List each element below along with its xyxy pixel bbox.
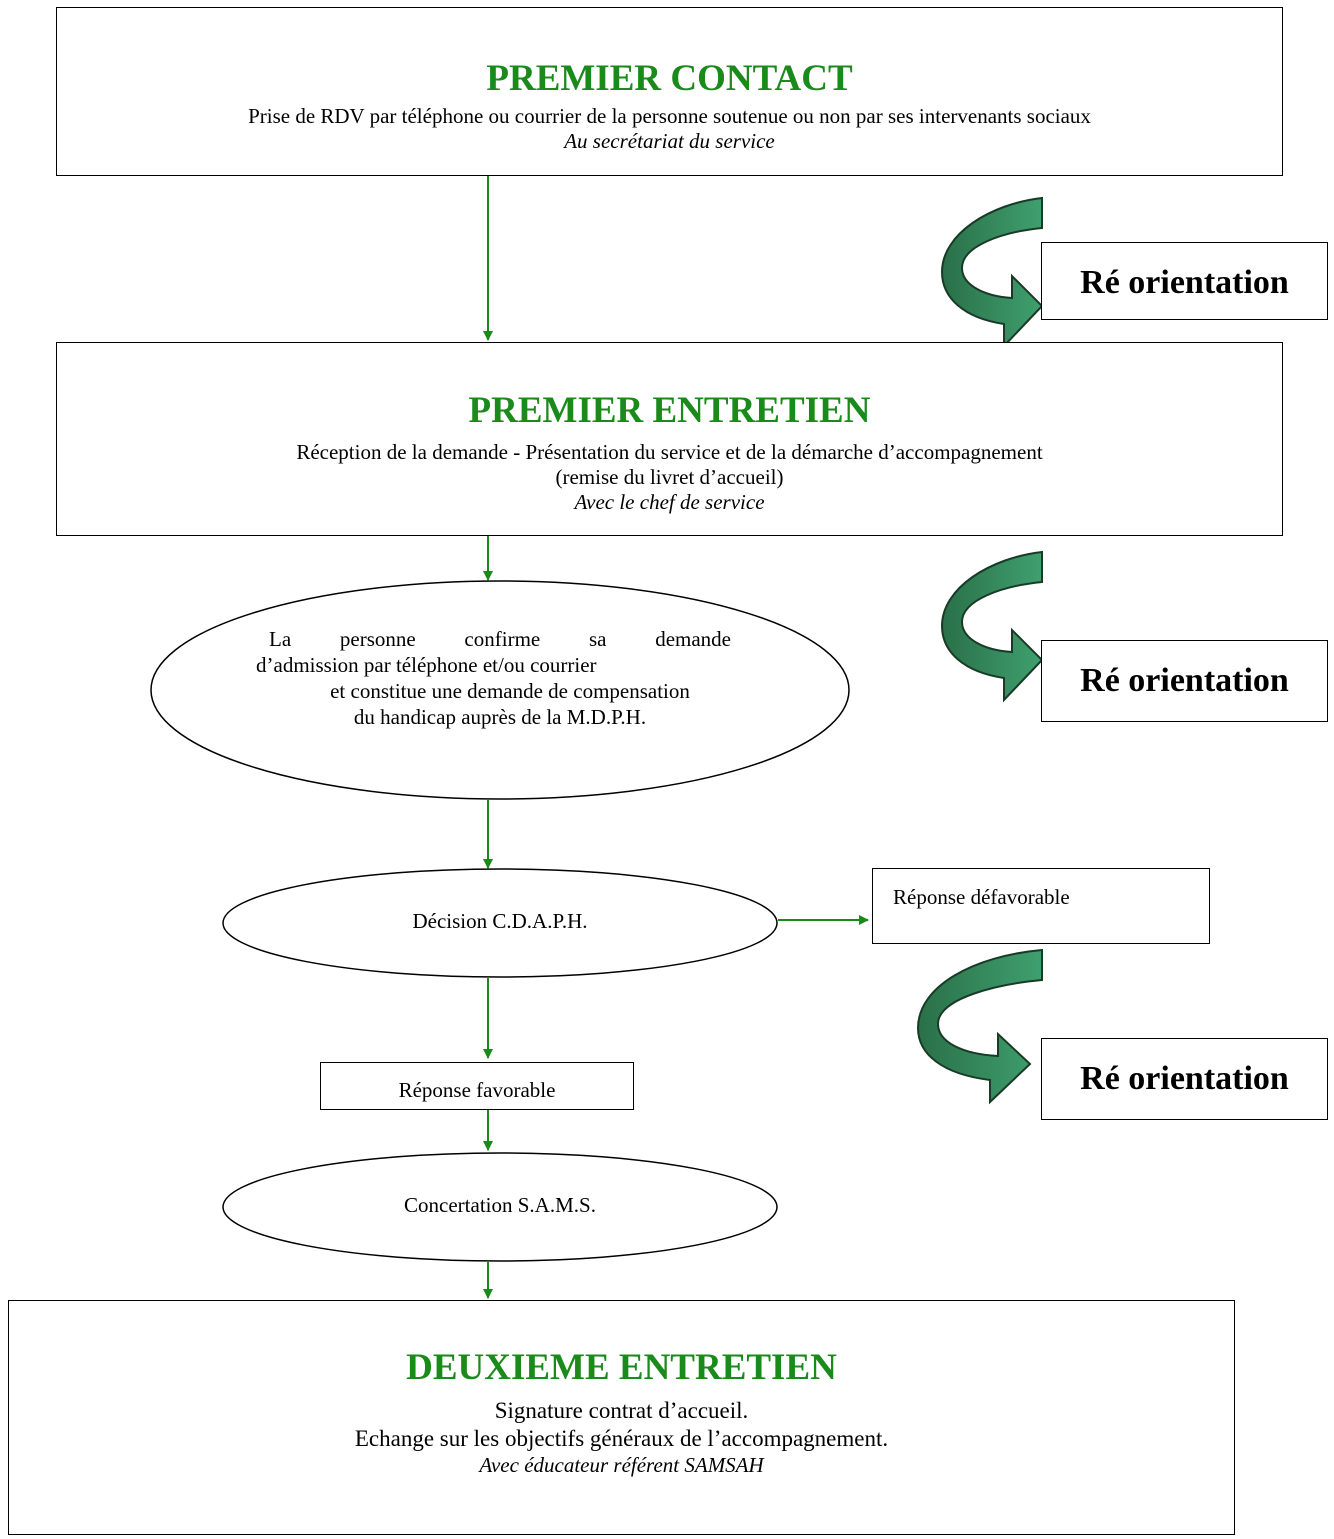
deuxieme-entretien-line-3: Avec éducateur référent SAMSAH [479, 1453, 764, 1477]
premier-contact-description: Prise de RDV par téléphone ou courrier d… [248, 104, 1091, 128]
premier-contact-box: PREMIER CONTACT Prise de RDV par télépho… [56, 7, 1283, 176]
premier-contact-location: Au secrétariat du service [564, 129, 775, 153]
confirmation-ellipse: La personne confirme sa demande d’admiss… [150, 580, 850, 800]
reorientation-label: Ré orientation [1080, 662, 1289, 699]
premier-entretien-with: Avec le chef de service [574, 490, 765, 514]
reponse-defavorable-label: Réponse défavorable [893, 885, 1070, 909]
curved-arrow-icon [940, 196, 1044, 349]
deuxieme-entretien-box: DEUXIEME ENTRETIEN Signature contrat d’a… [8, 1300, 1235, 1535]
reorientation-label: Ré orientation [1080, 264, 1289, 301]
decision-label: Décision C.D.A.P.H. [412, 909, 588, 933]
reponse-favorable-box: Réponse favorable [320, 1062, 634, 1110]
reponse-defavorable-box: Réponse défavorable [872, 868, 1210, 944]
confirmation-line-1: La personne confirme sa demande [269, 627, 731, 651]
concertation-label: Concertation S.A.M.S. [404, 1193, 596, 1217]
curved-arrow-icon [916, 948, 1043, 1105]
deuxieme-entretien-line-2: Echange sur les objectifs généraux de l’… [354, 1426, 889, 1451]
reorientation-box-3: Ré orientation [1041, 1038, 1328, 1120]
curved-arrow-icon [940, 550, 1044, 703]
confirmation-line-3: et constitue une demande de compensation [330, 679, 690, 703]
premier-entretien-livret: (remise du livret d’accueil) [555, 465, 784, 489]
reponse-favorable-label: Réponse favorable [398, 1078, 556, 1102]
premier-entretien-box: PREMIER ENTRETIEN Réception de la demand… [56, 342, 1283, 536]
reorientation-box-2: Ré orientation [1041, 640, 1328, 722]
decision-ellipse: Décision C.D.A.P.H. [222, 868, 778, 978]
deuxieme-entretien-line-1: Signature contrat d’accueil. [494, 1398, 749, 1423]
confirmation-line-4: du handicap auprès de la M.D.P.H. [353, 705, 647, 729]
deuxieme-entretien-title: DEUXIEME ENTRETIEN [406, 1347, 837, 1388]
reorientation-label: Ré orientation [1080, 1060, 1289, 1097]
confirmation-line-2: d’admission par téléphone et/ou courrier [256, 653, 597, 677]
concertation-ellipse: Concertation S.A.M.S. [222, 1152, 778, 1262]
premier-contact-title: PREMIER CONTACT [486, 58, 853, 99]
premier-entretien-description: Réception de la demande - Présentation d… [296, 440, 1043, 464]
reorientation-box-1: Ré orientation [1041, 242, 1328, 320]
premier-entretien-title: PREMIER ENTRETIEN [468, 390, 871, 431]
